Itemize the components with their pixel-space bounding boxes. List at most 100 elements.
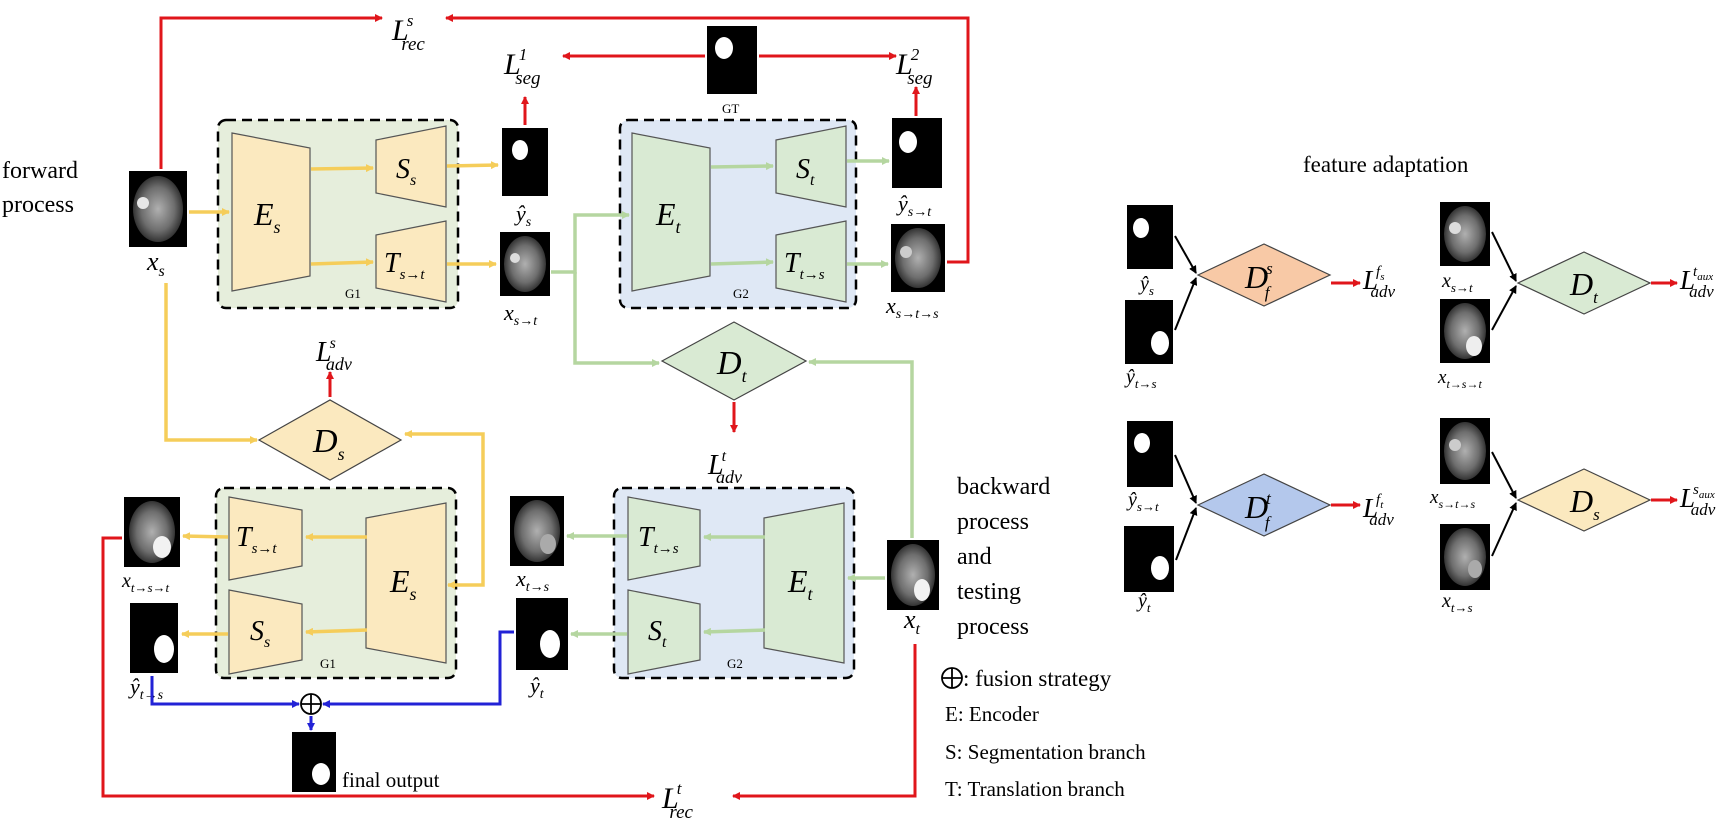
es-backward-label: Es	[389, 563, 417, 604]
yhat-ts-label: ŷt→s	[128, 674, 164, 703]
xst-label: xs→t	[503, 300, 538, 329]
tts-backward-label: Tt→s	[638, 522, 679, 557]
feature-adaptation-title: feature adaptation	[1303, 152, 1469, 177]
discriminator-dt-aux	[1516, 251, 1652, 315]
ss-backward-label: Ss	[250, 616, 270, 651]
discriminator-dt-main	[660, 321, 808, 401]
image-xt	[887, 540, 939, 610]
st-backward-label: St	[648, 616, 667, 651]
discriminator-ds-aux	[1516, 468, 1652, 532]
tst-forward-label: Ts→t	[384, 248, 425, 283]
xsts-label: xs→t→s	[885, 293, 939, 322]
xtst-label: xt→s→t	[121, 570, 170, 595]
yhat-s-label: ŷs	[514, 201, 532, 230]
image-yhat-t	[516, 598, 568, 670]
encoder-et-forward	[631, 132, 711, 292]
image-xtst	[124, 497, 180, 567]
trans-branch-tst-forward	[375, 220, 447, 303]
et-backward-label: Et	[787, 563, 814, 604]
seg-branch-st-backward	[627, 589, 701, 675]
legend-fusion: : fusion strategy	[941, 666, 1112, 691]
fa-xsts-label: xs→t→s	[1429, 487, 1475, 511]
yhat-st-label: ŷs→t	[896, 191, 932, 220]
discriminator-dfs	[1196, 243, 1332, 307]
image-final-output	[292, 732, 336, 792]
fa-yhat-s-label: ŷs	[1138, 273, 1154, 298]
g1-label-forward: G1	[345, 286, 361, 301]
image-fa-yhat-ts	[1125, 300, 1173, 364]
dt-aux-label: Dt	[1569, 266, 1599, 307]
es-forward-label: Es	[253, 196, 281, 237]
xs-label: xs	[146, 247, 165, 280]
encoder-et-backward	[763, 502, 845, 664]
fa-xts-label: xt→s	[1441, 590, 1473, 615]
fa-yhat-ts-label: ŷt→s	[1124, 366, 1157, 391]
trans-branch-tts-backward	[627, 496, 701, 581]
image-yhat-st	[892, 118, 942, 188]
g1-label-backward: G1	[320, 656, 336, 671]
tst-backward-label: Ts→t	[236, 522, 277, 557]
legend-segmentation: S: Segmentation branch	[945, 740, 1146, 764]
image-xs	[129, 171, 187, 247]
image-fa-yhat-st	[1127, 421, 1173, 487]
xt-label: xt	[903, 605, 921, 638]
image-gt	[707, 26, 757, 94]
image-xst	[500, 232, 550, 296]
trans-branch-tts-forward	[775, 220, 847, 303]
image-fa-xtst	[1440, 299, 1490, 363]
legend-encoder: E: Encoder	[945, 702, 1039, 726]
st-forward-label: St	[796, 154, 815, 189]
final-output-label: final output	[342, 768, 440, 792]
image-fa-xst	[1440, 202, 1490, 266]
xts-label: xt→s	[515, 566, 550, 595]
discriminator-dft	[1196, 473, 1332, 537]
image-xts	[510, 496, 564, 566]
g2-label-backward: G2	[727, 656, 743, 671]
image-fa-xsts	[1440, 418, 1490, 484]
encoder-es-backward	[365, 502, 447, 664]
image-fa-yhat-t	[1124, 526, 1174, 592]
image-fa-yhat-s	[1127, 205, 1173, 269]
ds-aux-label: Ds	[1569, 483, 1600, 524]
seg-branch-ss-forward	[375, 125, 447, 208]
discriminator-ds-main	[257, 399, 403, 481]
ss-forward-label: Ss	[396, 154, 416, 189]
image-xsts	[891, 224, 945, 292]
encoder-es-forward	[231, 132, 311, 292]
legend-translation: T: Translation branch	[945, 777, 1125, 801]
seg-branch-st-forward	[775, 125, 847, 208]
dt-main-label: Dt	[716, 345, 748, 386]
legend-fusion-text: : fusion strategy	[963, 666, 1112, 691]
yhat-t-label: ŷt	[528, 673, 545, 702]
tts-forward-label: Tt→s	[784, 248, 825, 283]
trans-branch-tst-backward	[228, 496, 303, 581]
image-fa-xts	[1440, 524, 1490, 590]
ds-main-label: Ds	[312, 423, 345, 464]
fa-yhat-t-label: ŷt	[1136, 590, 1151, 615]
gt-label: GT	[722, 101, 739, 116]
image-yhat-ts	[130, 603, 178, 673]
et-forward-label: Et	[655, 196, 682, 237]
image-yhat-s	[502, 128, 548, 196]
fa-xtst-label: xt→s→t	[1437, 367, 1482, 391]
fa-xst-label: xs→t	[1441, 270, 1473, 295]
g2-label-forward: G2	[733, 286, 749, 301]
fusion-node	[300, 693, 322, 715]
seg-branch-ss-backward	[228, 589, 303, 675]
fa-yhat-st-label: ŷs→t	[1126, 489, 1159, 514]
